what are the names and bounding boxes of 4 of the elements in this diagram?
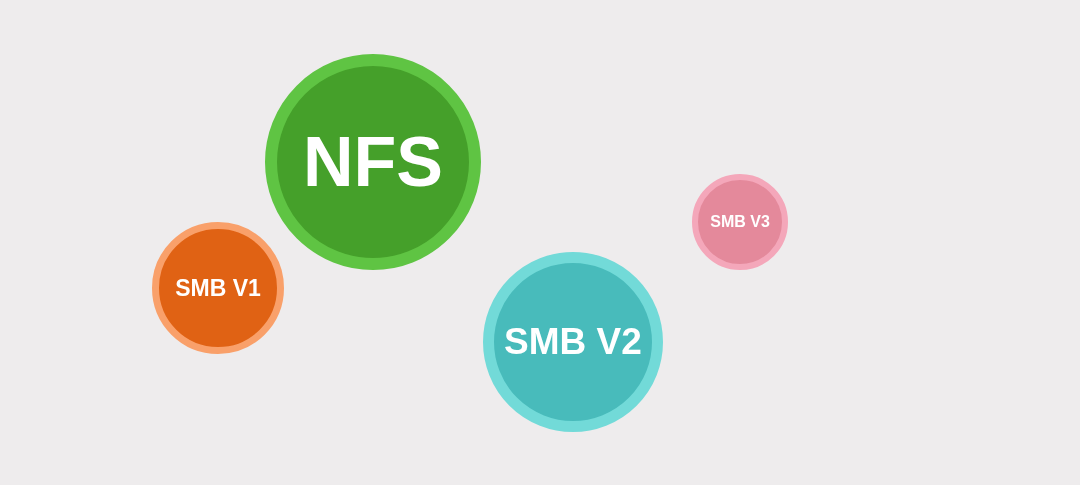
node-label: NFS [303,122,443,202]
node-label: SMB V3 [710,213,770,231]
node-label: SMB V1 [175,274,261,302]
node-label: SMB V2 [504,321,642,363]
